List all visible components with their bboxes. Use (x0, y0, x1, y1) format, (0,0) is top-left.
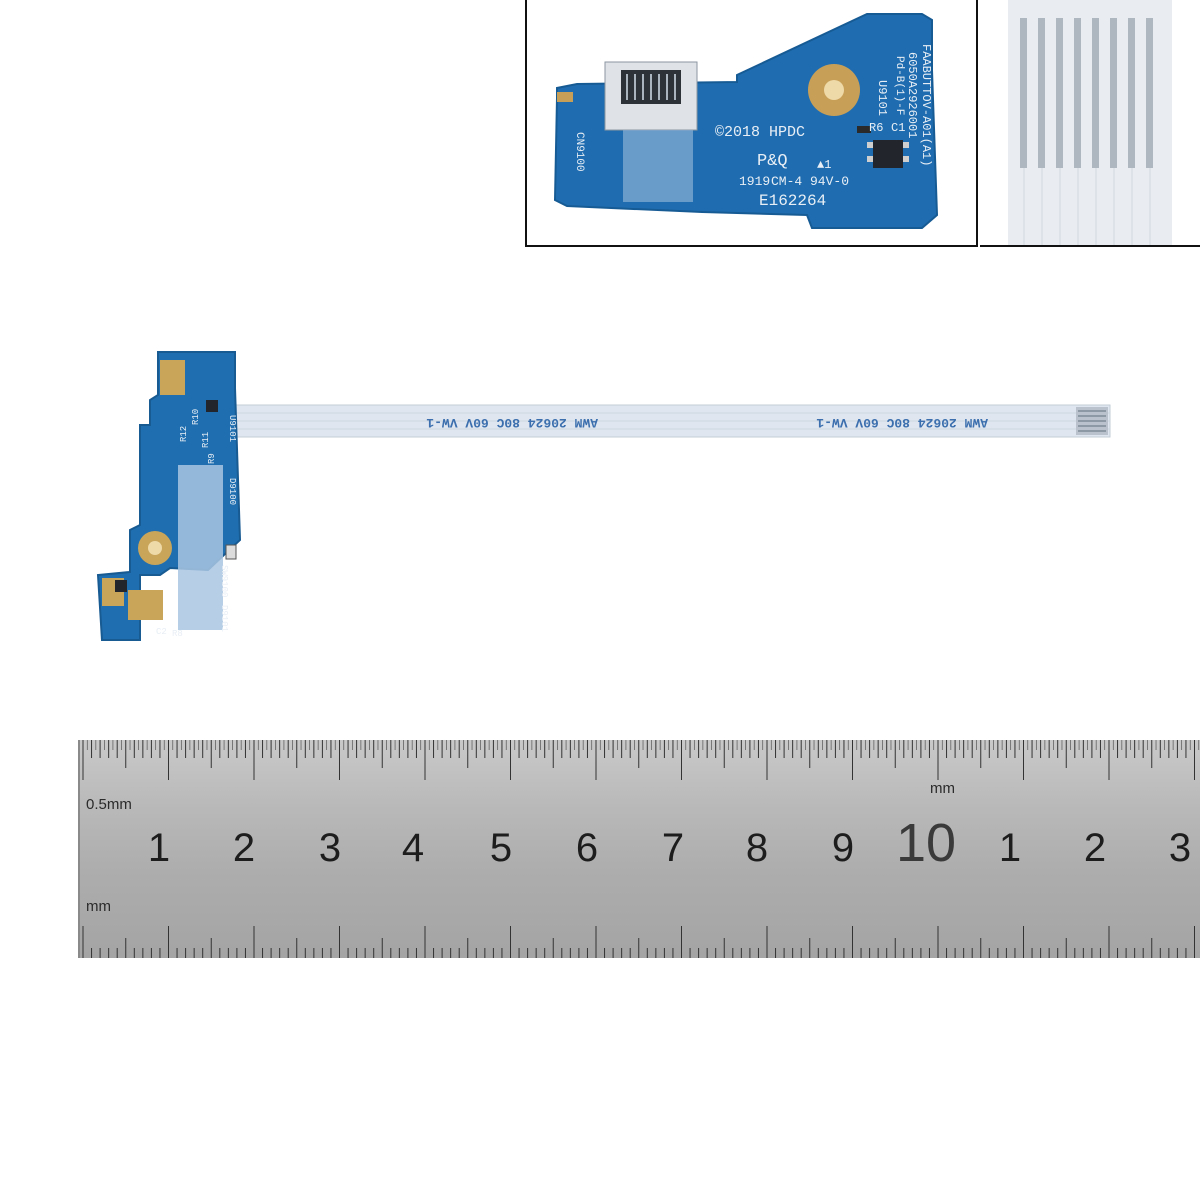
pcb-r6-text: R6 (869, 121, 883, 135)
pcb-pb-text: Pd-B(1)-F (893, 56, 905, 115)
ruler-number-3: 3 (318, 826, 342, 870)
board-label-u9101: U9101 (227, 415, 237, 442)
pcb-u-text: U9101 (875, 80, 889, 116)
pcb-copyright-text: ©2018 HPDC (715, 124, 805, 141)
cable-print-1: AWM 20624 80C 60V VW-1 (426, 415, 598, 430)
board-label-d9101: D9101 (219, 605, 229, 632)
pcb-closeup-inset: ©2018 HPDC P&Q ▲1 1919 CM-4 94V-0 E16226… (525, 0, 978, 247)
cable-print-2: AWM 20624 80C 60V VW-1 (816, 415, 988, 430)
pcb-part2-text: 6050A2926001 (905, 52, 919, 138)
ruler-unit-mid: mm (930, 780, 955, 797)
pcb-closeup-photo: ©2018 HPDC P&Q ▲1 1919 CM-4 94V-0 E16226… (553, 13, 939, 229)
board-label-r10: R10 (191, 409, 201, 425)
ruler-number-13: 3 (1168, 826, 1192, 870)
pcb-part-text: FAABUTTOV-A01(A1) (919, 44, 933, 166)
ruler-number-4: 4 (401, 826, 425, 870)
pcb-date-text: 1919 (739, 174, 770, 189)
ruler-number-10: 10 (895, 813, 957, 873)
board-label-r12: R12 (179, 426, 189, 442)
ruler-number-6: 6 (575, 826, 599, 870)
board-label-r11: R11 (201, 432, 211, 448)
ruler-unit-top: 0.5mm (86, 796, 132, 813)
ruler-number-7: 7 (661, 826, 685, 870)
ruler-number-9: 9 (831, 826, 855, 870)
ruler-number-11: 1 (998, 826, 1022, 870)
pcb-pq-text: P&Q (757, 152, 788, 171)
steel-ruler (78, 740, 1200, 958)
cable-closeup-photo (1008, 0, 1172, 245)
board-label-sw9100: SW9100 (219, 565, 229, 597)
ruler-number-5: 5 (489, 826, 513, 870)
pcb-cn-text: CN9100 (573, 132, 585, 172)
ruler-unit-bottom: mm (86, 898, 111, 915)
board-with-cable-photo: AWM 20624 80C 60V VW-1 AWM 20624 80C 60V… (96, 351, 1111, 641)
ruler-number-1: 1 (147, 826, 171, 870)
ruler-number-2: 2 (232, 826, 256, 870)
pcb-c1-text: C1 (891, 121, 905, 135)
cable-closeup-inset (980, 0, 1200, 247)
ruler-number-12: 2 (1083, 826, 1107, 870)
ruler-number-8: 8 (745, 826, 769, 870)
board-label-r8: R8 (172, 629, 183, 639)
ruler-ticks (82, 740, 1200, 958)
pcb-delta-text: ▲1 (817, 158, 831, 172)
board-label-c2: C2 (156, 627, 167, 637)
board-label-d9100: D9100 (227, 478, 237, 505)
pcb-ul-text: E162264 (759, 192, 826, 210)
pcb-cm-text: CM-4 94V-0 (771, 174, 849, 189)
board-label-r9: R9 (207, 453, 217, 464)
